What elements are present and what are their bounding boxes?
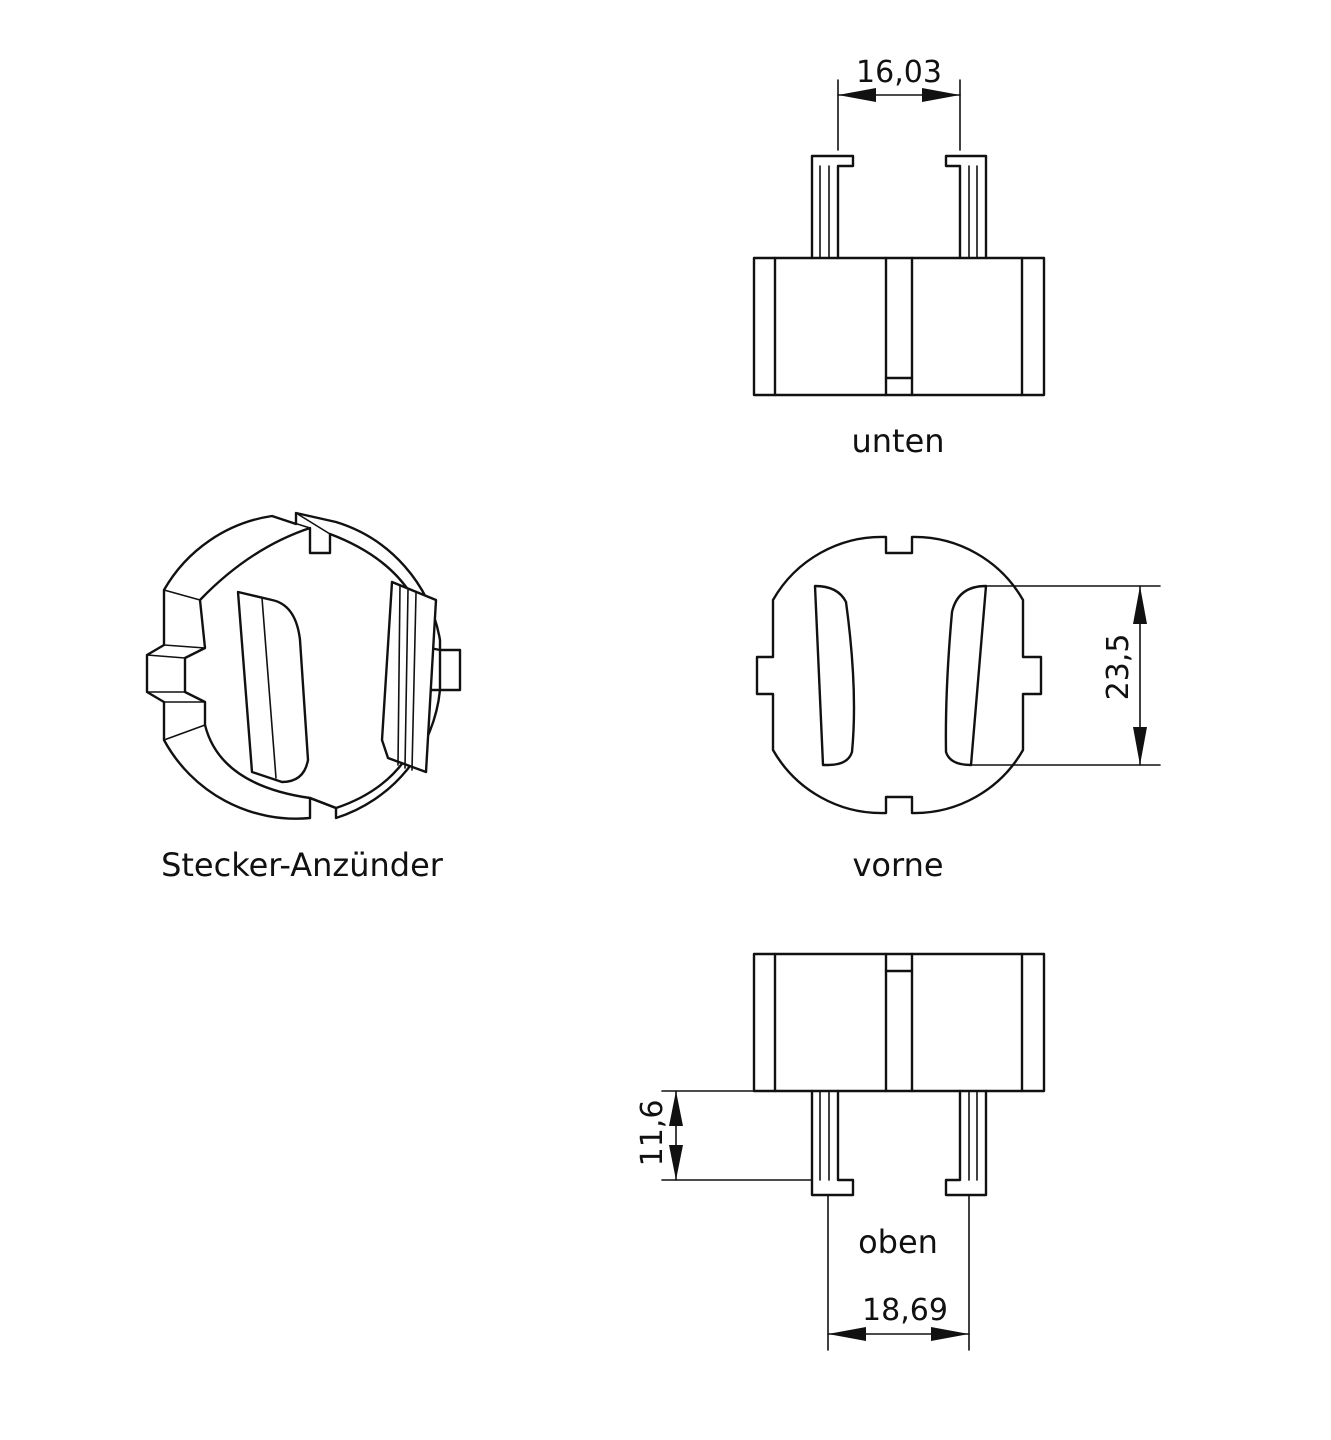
dimension-18-69: 18,69 <box>827 1194 970 1351</box>
bottom-view: 16,03 unten <box>752 55 1046 460</box>
bottom-view-label: unten <box>851 422 944 460</box>
front-view: 23,5 vorne <box>755 535 1161 884</box>
dimension-label-23-5: 23,5 <box>1101 634 1136 701</box>
top-view: 11,6 oben 18,69 <box>635 952 1046 1351</box>
front-view-label: vorne <box>852 846 943 884</box>
dimension-23-5: 23,5 <box>970 585 1161 766</box>
dimension-16-03: 16,03 <box>837 55 961 151</box>
isometric-view-label: Stecker-Anzünder <box>161 846 444 884</box>
dimension-label-11-6: 11,6 <box>635 1100 670 1167</box>
dimension-11-6: 11,6 <box>635 1090 813 1181</box>
dimension-label-16-03: 16,03 <box>856 55 942 90</box>
dimension-label-18-69: 18,69 <box>862 1293 948 1328</box>
isometric-view: Stecker-Anzünder <box>145 511 462 884</box>
top-view-label: oben <box>858 1223 938 1261</box>
